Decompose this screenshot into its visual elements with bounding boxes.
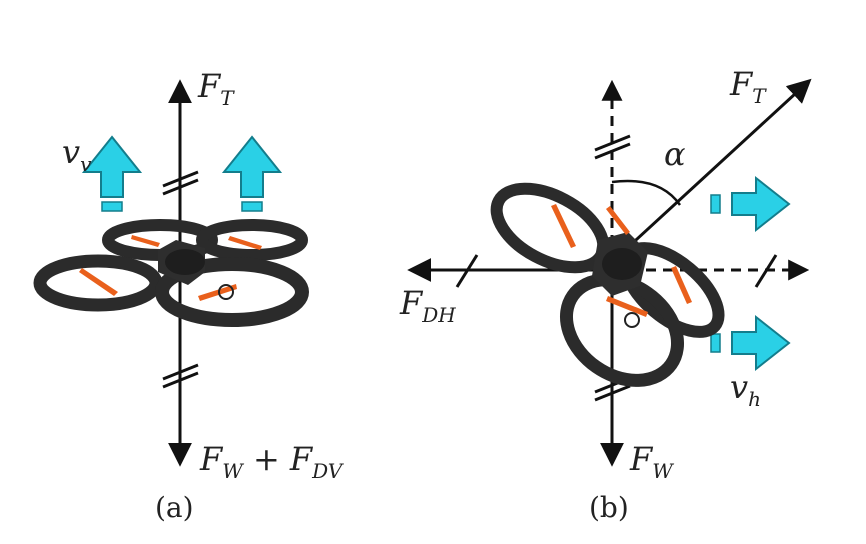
plus-sign: + bbox=[243, 440, 290, 478]
weight-subscript-a: W bbox=[222, 459, 244, 483]
horizontal-velocity-arrow-bottom bbox=[710, 314, 791, 372]
weight-subscript-b: W bbox=[652, 459, 674, 483]
horizontal-velocity-label: v bbox=[730, 368, 748, 406]
thrust-subscript-b: T bbox=[752, 84, 767, 108]
weight-label-a: F bbox=[199, 440, 224, 478]
equal-marks-top-a bbox=[162, 170, 199, 196]
caption-a: (a) bbox=[155, 491, 194, 524]
thrust-subscript-a: T bbox=[220, 86, 235, 110]
equal-marks-bottom-a bbox=[162, 363, 199, 389]
weight-label-b: F bbox=[629, 440, 654, 478]
vertical-drag-label: F bbox=[289, 440, 314, 478]
horizontal-single-mark bbox=[754, 254, 778, 288]
vertical-velocity-label: v bbox=[62, 133, 80, 171]
horizontal-drag-subscript: DH bbox=[421, 303, 456, 327]
force-label: vh bbox=[730, 368, 761, 411]
quadcopter-tilted bbox=[490, 182, 725, 387]
force-label: FW + FDV bbox=[199, 440, 345, 483]
quadcopter-level bbox=[33, 219, 309, 327]
thrust-label-a: F bbox=[197, 67, 222, 105]
drag-single-mark bbox=[455, 254, 479, 288]
tilt-angle-label: α bbox=[664, 135, 686, 173]
force-label: vv bbox=[62, 133, 92, 176]
equal-marks-top-b bbox=[594, 134, 631, 160]
thrust-arrow-b bbox=[610, 78, 812, 264]
force-label: FW bbox=[629, 440, 674, 483]
panel-a: FT vv FW + FDV (a) bbox=[33, 67, 345, 524]
vertical-velocity-arrow-left bbox=[81, 135, 143, 212]
caption-b: (b) bbox=[589, 491, 629, 524]
horizontal-velocity-arrow-top bbox=[710, 175, 791, 233]
tilt-angle-arc bbox=[611, 179, 682, 206]
thrust-label-b: F bbox=[729, 65, 754, 103]
horizontal-drag-label: F bbox=[399, 284, 424, 322]
vertical-velocity-arrow-right bbox=[221, 135, 283, 212]
force-label: FDH bbox=[399, 284, 456, 327]
vertical-drag-subscript: DV bbox=[311, 459, 345, 483]
force-label: FT bbox=[729, 65, 767, 108]
panel-b: FT α FDH vh FW (b) bbox=[399, 65, 812, 524]
vertical-velocity-subscript: v bbox=[80, 152, 92, 176]
horizontal-velocity-subscript: h bbox=[748, 387, 761, 411]
force-label: FT bbox=[197, 67, 235, 110]
